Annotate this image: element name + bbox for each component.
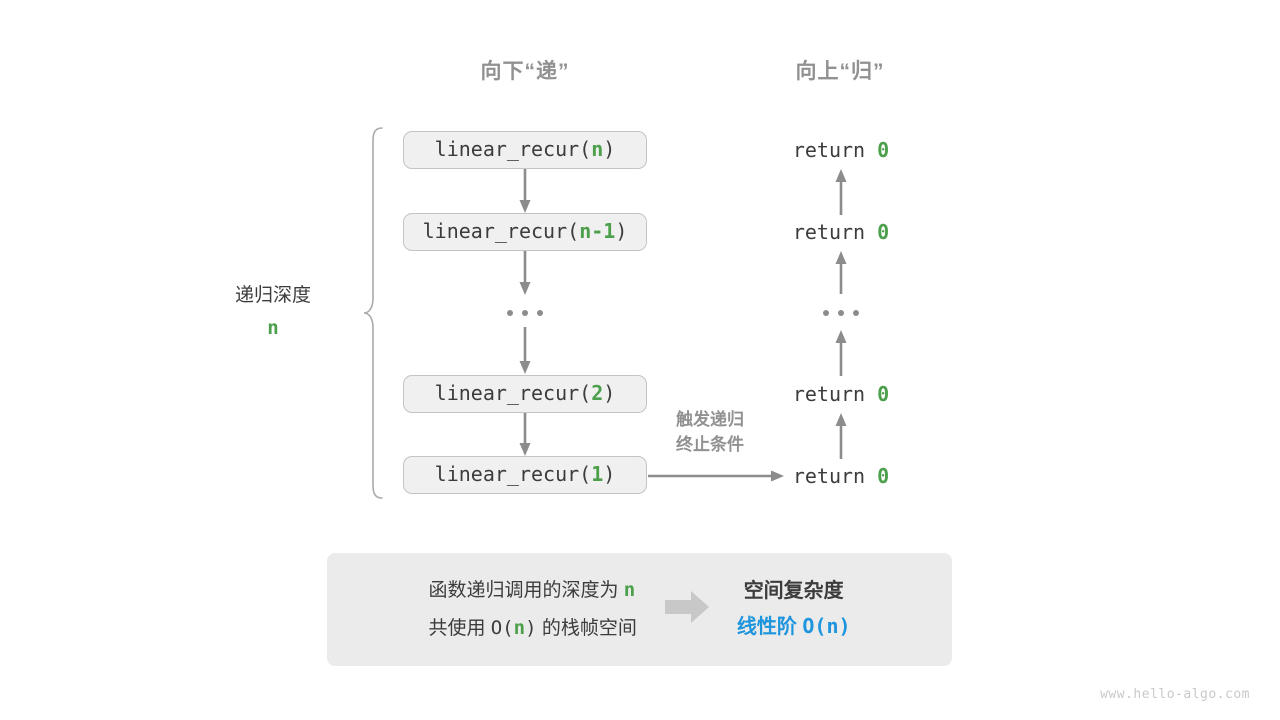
arrow-up-icon bbox=[835, 330, 847, 376]
base-case-note: 触发递归 终止条件 bbox=[676, 408, 744, 457]
arrow-up-icon bbox=[835, 251, 847, 294]
arrow-down-icon bbox=[519, 169, 531, 213]
summary-right-value: 线性阶 O(n) bbox=[737, 609, 851, 645]
return-value: 0 bbox=[877, 138, 890, 162]
call-text-arg: n bbox=[591, 137, 604, 161]
return-keyword: return bbox=[792, 382, 866, 406]
call-text-prefix: linear_recur( bbox=[434, 137, 592, 161]
thick-right-arrow-icon bbox=[664, 591, 709, 623]
return-value: 0 bbox=[877, 382, 890, 406]
summary-line2-n: n bbox=[513, 616, 526, 639]
dot-icon bbox=[823, 310, 829, 316]
return-keyword: return bbox=[792, 220, 866, 244]
summary-line1-n: n bbox=[623, 579, 636, 602]
call-down-arrow bbox=[518, 327, 532, 380]
return-value: 0 bbox=[877, 464, 890, 488]
return-keyword: return bbox=[792, 464, 866, 488]
return-label: return 0 bbox=[793, 220, 889, 244]
dot-icon bbox=[507, 310, 513, 316]
return-label: return 0 bbox=[793, 464, 889, 488]
base-case-note-line2: 终止条件 bbox=[676, 434, 744, 454]
call-frame-box: linear_recur(n-1) bbox=[403, 213, 647, 251]
return-ellipsis bbox=[823, 310, 859, 316]
summary-line-1: 函数递归调用的深度为 n bbox=[428, 572, 636, 609]
arrow-down-icon bbox=[519, 327, 531, 374]
call-text-arg: 1 bbox=[591, 462, 604, 486]
recursion-depth-brace bbox=[362, 126, 386, 505]
return-label: return 0 bbox=[793, 138, 889, 162]
call-text-arg: 2 bbox=[591, 381, 604, 405]
arrow-down-icon bbox=[519, 413, 531, 456]
arrow-up-icon bbox=[835, 413, 847, 459]
column-header-down: 向下“递” bbox=[480, 60, 570, 83]
summary-left-text: 函数递归调用的深度为 n 共使用 O(n) 的栈帧空间 bbox=[428, 572, 636, 646]
call-down-arrow bbox=[518, 169, 532, 219]
call-text-suffix: ) bbox=[603, 462, 616, 486]
return-up-arrow bbox=[834, 249, 848, 299]
arrow-up-icon bbox=[835, 169, 847, 215]
call-text-arg: n-1 bbox=[579, 219, 616, 243]
dot-icon bbox=[853, 310, 859, 316]
return-up-arrow bbox=[834, 328, 848, 381]
watermark: www.hello-algo.com bbox=[1100, 687, 1250, 702]
call-frame-box: linear_recur(2) bbox=[403, 375, 647, 413]
summary-line1-text: 函数递归调用的深度为 bbox=[428, 580, 619, 602]
call-ellipsis bbox=[507, 310, 543, 316]
summary-line2-text-a: 共使用 bbox=[428, 617, 486, 639]
call-text-prefix: linear_recur( bbox=[434, 462, 592, 486]
summary-right-value-label: 线性阶 bbox=[736, 616, 797, 638]
return-label: return 0 bbox=[793, 382, 889, 406]
summary-line-2: 共使用 O(n) 的栈帧空间 bbox=[428, 610, 636, 647]
recursion-depth-label: 递归深度 n bbox=[235, 279, 311, 346]
base-case-arrow bbox=[648, 466, 786, 491]
call-text-prefix: linear_recur( bbox=[422, 219, 580, 243]
summary-panel: 函数递归调用的深度为 n 共使用 O(n) 的栈帧空间 空间复杂度 线性阶 O(… bbox=[327, 553, 952, 666]
call-frame-box: linear_recur(n) bbox=[403, 131, 647, 169]
summary-right-text: 空间复杂度 线性阶 O(n) bbox=[737, 574, 851, 645]
arrow-right-icon bbox=[648, 470, 784, 482]
summary-line2-close: ) bbox=[525, 616, 537, 639]
call-text-prefix: linear_recur( bbox=[434, 381, 592, 405]
summary-line2-open: O( bbox=[490, 616, 514, 639]
return-value: 0 bbox=[877, 220, 890, 244]
arrow-down-icon bbox=[519, 251, 531, 295]
depth-label-value: n bbox=[267, 317, 279, 339]
return-up-arrow bbox=[834, 167, 848, 220]
summary-line2-text-b: 的栈帧空间 bbox=[541, 617, 637, 639]
call-text-suffix: ) bbox=[603, 381, 616, 405]
call-down-arrow bbox=[518, 413, 532, 462]
call-text-suffix: ) bbox=[615, 219, 628, 243]
column-header-up: 向上“归” bbox=[795, 60, 885, 83]
call-down-arrow bbox=[518, 251, 532, 301]
summary-right-title: 空间复杂度 bbox=[743, 580, 844, 602]
call-frame-box: linear_recur(1) bbox=[403, 456, 647, 494]
call-text-suffix: ) bbox=[603, 137, 616, 161]
base-case-note-line1: 触发递归 bbox=[676, 410, 744, 429]
return-keyword: return bbox=[792, 138, 866, 162]
summary-implies-arrow bbox=[663, 588, 711, 631]
return-up-arrow bbox=[834, 411, 848, 464]
summary-right-value-notation: O(n) bbox=[802, 614, 851, 638]
dot-icon bbox=[537, 310, 543, 316]
depth-label-text: 递归深度 bbox=[234, 284, 312, 306]
brace-icon bbox=[363, 127, 383, 499]
dot-icon bbox=[522, 310, 528, 316]
dot-icon bbox=[838, 310, 844, 316]
